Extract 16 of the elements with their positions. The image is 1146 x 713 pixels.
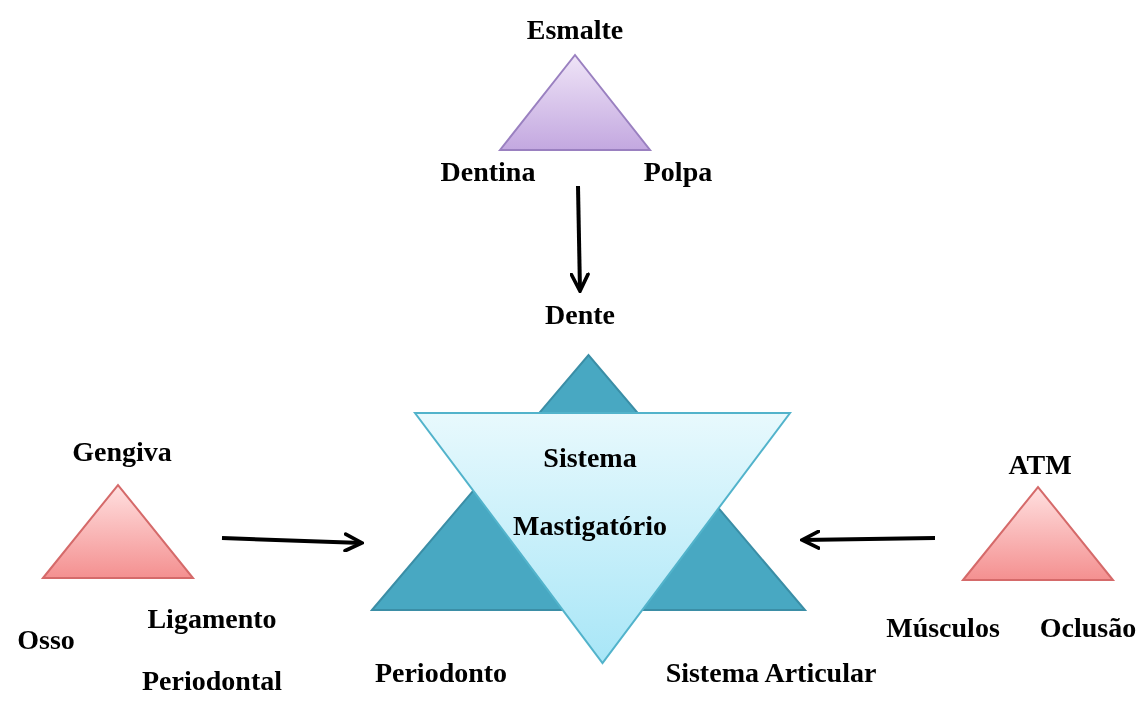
center-label: Sistema Mastigatório bbox=[512, 441, 668, 543]
arrow bbox=[569, 185, 590, 293]
corner-label: Músculos bbox=[886, 612, 1000, 644]
corner-label: Sistema Articular bbox=[665, 657, 877, 689]
corner-label: Polpa bbox=[643, 156, 713, 188]
triangle-title: Dente bbox=[545, 299, 615, 331]
corner-label: Ligamento Periodontal bbox=[141, 602, 283, 698]
corner-label: Periodonto bbox=[374, 657, 508, 689]
corner-label: Osso bbox=[17, 624, 75, 656]
corner-label: Dentina bbox=[440, 156, 536, 188]
triangle-title: Esmalte bbox=[526, 14, 624, 46]
triangle-title: Gengiva bbox=[72, 436, 172, 468]
triangle-title: ATM bbox=[1008, 449, 1072, 481]
arrow bbox=[800, 529, 936, 550]
corner-label: Oclusão bbox=[1039, 612, 1137, 644]
arrow bbox=[221, 532, 364, 553]
